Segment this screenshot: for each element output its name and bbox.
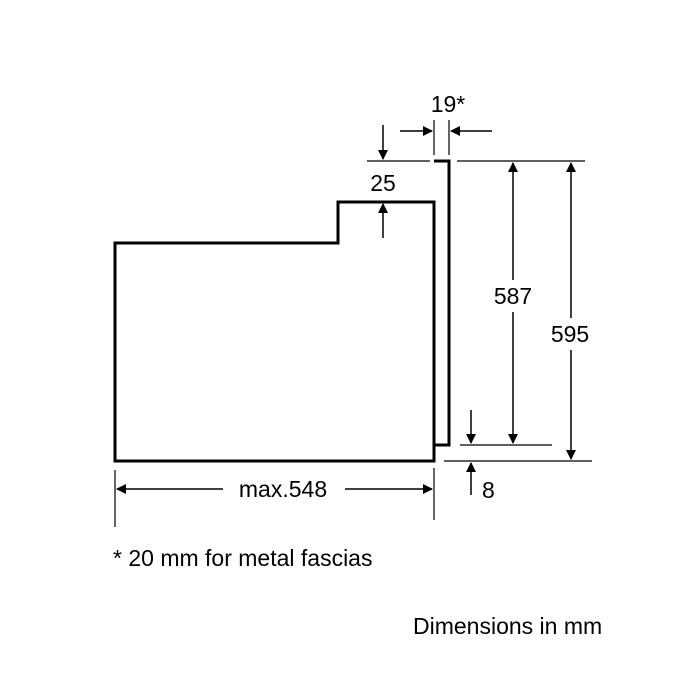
footnote: * 20 mm for metal fascias [113,545,372,571]
dim-top-step: 25 [370,170,396,196]
dim-total-height: 595 [551,321,589,347]
front-panel-outline [434,159,451,447]
extension-lines [114,120,592,527]
dim-bottom-offset: 8 [482,477,495,503]
oven-body-outline [113,200,436,463]
dim-max-depth: max.548 [239,476,327,502]
units-note: Dimensions in mm [413,613,602,639]
dim-front-panel-depth: 19* [431,91,466,117]
dim-inner-height: 587 [494,283,532,309]
dimension-arrows [116,125,576,495]
